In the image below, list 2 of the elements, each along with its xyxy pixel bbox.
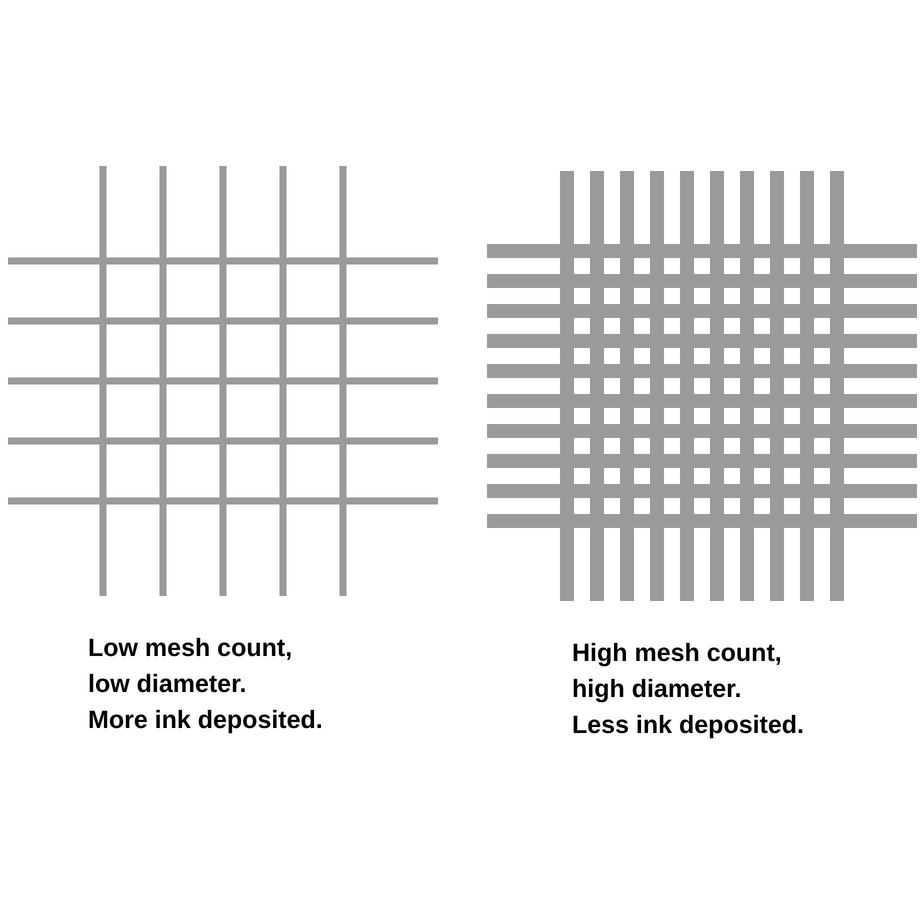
caption-text: High mesh count, high diameter. Less ink deposited. xyxy=(572,638,804,741)
caption-text: Low mesh count, low diameter. More ink deposited. xyxy=(88,633,323,736)
